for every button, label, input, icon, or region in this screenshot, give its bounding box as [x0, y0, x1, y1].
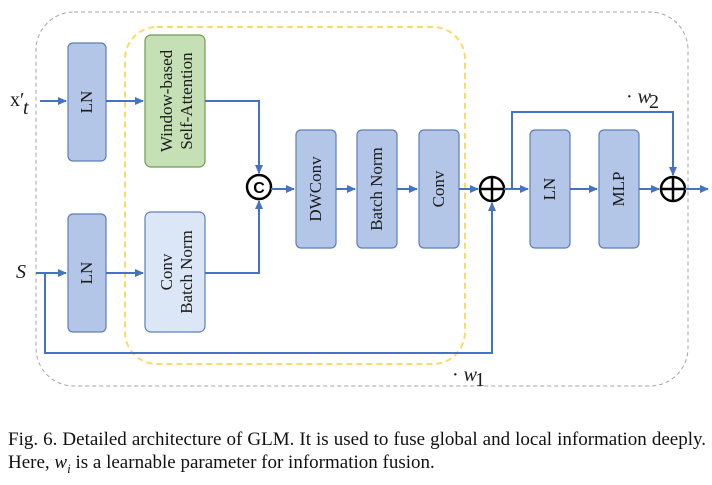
svg-text:x′: x′ — [10, 89, 24, 111]
svg-text:LN: LN — [77, 262, 96, 285]
svg-text:Window-based: Window-based — [157, 49, 176, 152]
svg-text:Conv: Conv — [157, 253, 176, 290]
caption-suffix: is a learnable parameter for information… — [70, 452, 435, 473]
concat-node: C — [245, 173, 273, 201]
svg-text:·w: ·w — [626, 86, 652, 108]
svg-text:C: C — [253, 180, 265, 197]
ln-block-top: LN — [67, 42, 107, 162]
svg-text:MLP: MLP — [609, 172, 628, 207]
glm-architecture-diagram: x′ t S LN LN Window-based Self-Attention… — [10, 11, 709, 391]
svg-text:2: 2 — [649, 91, 659, 113]
ln-block-bottom: LN — [67, 213, 107, 333]
svg-text:Conv: Conv — [429, 170, 448, 207]
input-xt-label: x′ t — [10, 89, 29, 119]
add-node-2 — [659, 175, 687, 203]
window-self-attention-block: Window-based Self-Attention — [144, 34, 206, 168]
inner-fusion-region — [124, 26, 466, 365]
caption-weight-symbol: wi — [54, 452, 71, 476]
svg-text:Self-Attention: Self-Attention — [177, 52, 196, 150]
add-node-1 — [478, 175, 506, 203]
mlp-block: MLP — [598, 129, 640, 249]
input-s-label: S — [16, 261, 26, 283]
ln-block-right: LN — [529, 129, 571, 249]
weight-w2-label: ·w 2 — [626, 86, 659, 113]
batchnorm-block: Batch Norm — [356, 129, 398, 249]
arrow-skip-w2 — [511, 111, 677, 189]
svg-text:Batch Norm: Batch Norm — [367, 147, 386, 231]
svg-text:1: 1 — [475, 369, 485, 391]
conv-block: Conv — [418, 129, 460, 249]
svg-text:Batch Norm: Batch Norm — [177, 230, 196, 314]
figure-caption: Fig. 6. Detailed architecture of GLM. It… — [8, 428, 706, 480]
arrow-wsa-to-concat — [205, 100, 263, 174]
arrow-convbn-to-concat — [205, 200, 263, 274]
caption-prefix: Fig. 6. Detailed architecture of GLM. It… — [8, 429, 706, 473]
svg-text:LN: LN — [540, 178, 559, 201]
dwconv-block: DWConv — [295, 129, 337, 249]
svg-text:·w: ·w — [452, 364, 478, 386]
svg-text:DWConv: DWConv — [306, 156, 325, 222]
svg-text:t: t — [23, 97, 29, 119]
weight-w1-label: ·w 1 — [452, 364, 485, 391]
arrow-skip-w1 — [44, 202, 496, 354]
conv-batchnorm-block: Conv Batch Norm — [144, 211, 206, 333]
outer-glm-boundary — [35, 11, 689, 387]
svg-text:LN: LN — [77, 91, 96, 114]
